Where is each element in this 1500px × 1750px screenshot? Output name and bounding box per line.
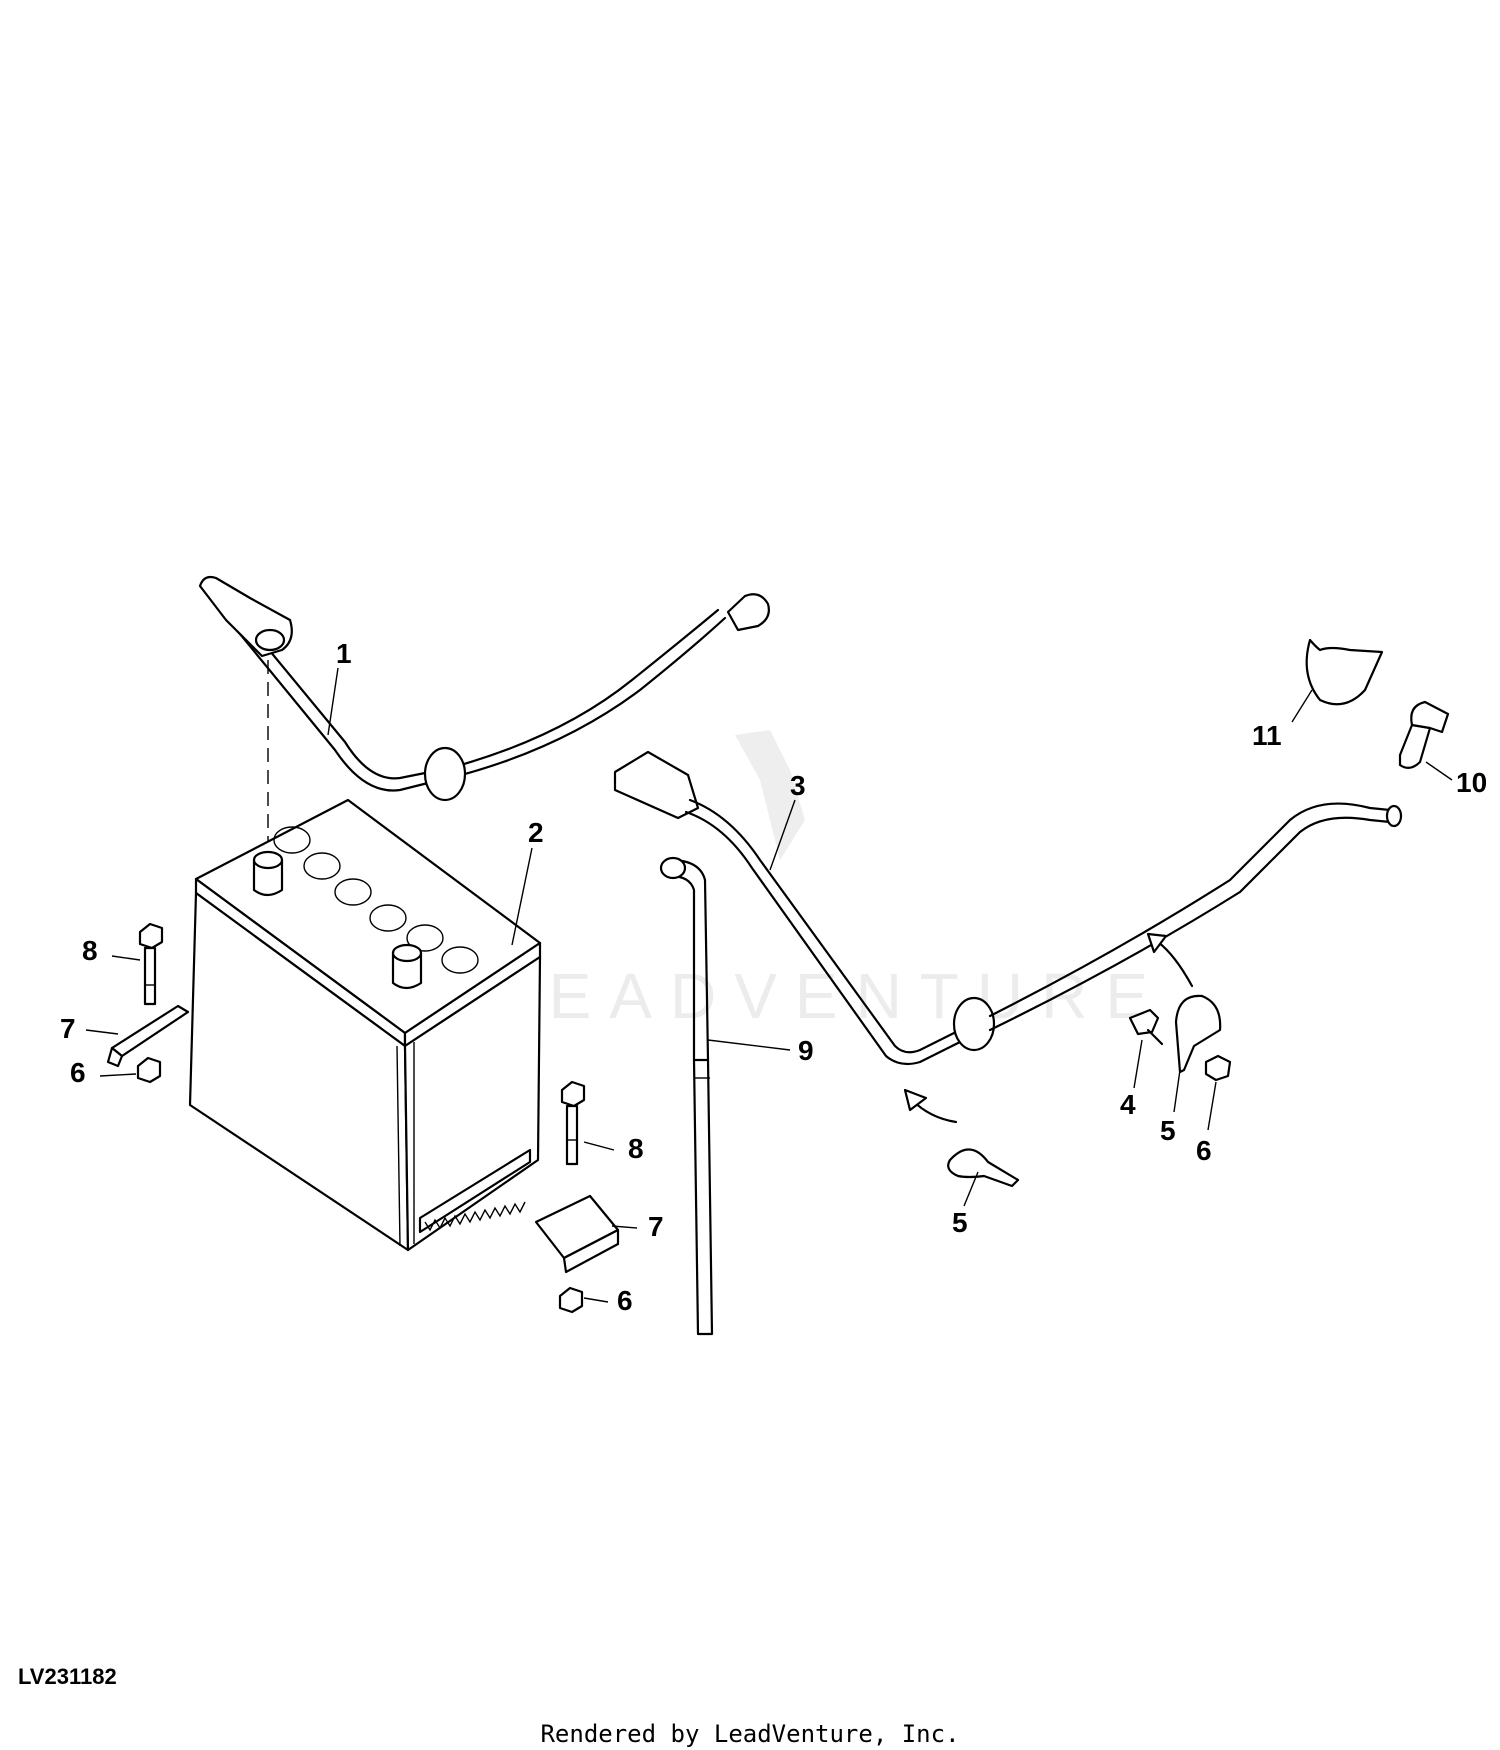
callout-6-left: 6 xyxy=(70,1057,86,1088)
callout-3: 3 xyxy=(790,770,806,801)
strap-11 xyxy=(1305,638,1384,706)
callout-4: 4 xyxy=(1120,1089,1136,1120)
callout-9: 9 xyxy=(798,1035,814,1066)
callout-5-clamp: 5 xyxy=(1160,1115,1176,1146)
callout-7-right: 7 xyxy=(648,1211,664,1242)
callout-1: 1 xyxy=(336,638,352,669)
clamp-assembly xyxy=(1128,932,1232,1082)
battery-2 xyxy=(188,798,542,1252)
parts-diagram: LEADVENTURE xyxy=(60,575,1487,1336)
hardware-left xyxy=(106,922,190,1084)
diagram-code: LV231182 xyxy=(18,1664,117,1689)
leader-lines xyxy=(85,667,1453,1303)
callout-5-clip: 5 xyxy=(952,1207,968,1238)
callout-6-clamp: 6 xyxy=(1196,1135,1212,1166)
rod-9 xyxy=(659,856,714,1336)
callout-8-right: 8 xyxy=(628,1133,644,1164)
hardware-right xyxy=(534,1080,620,1314)
clip-5-lower xyxy=(903,1088,1020,1188)
watermark: LEADVENTURE xyxy=(495,730,1166,1032)
cable-1 xyxy=(198,575,770,842)
cable-3 xyxy=(613,750,1403,1066)
callout-7-left: 7 xyxy=(60,1013,76,1044)
callouts: 1 2 3 4 5 5 6 6 6 7 7 8 8 9 10 11 xyxy=(60,638,1487,1316)
watermark-text: LEADVENTURE xyxy=(495,960,1166,1032)
callout-2: 2 xyxy=(528,817,544,848)
callout-6-right: 6 xyxy=(617,1285,633,1316)
boot-10 xyxy=(1398,700,1450,769)
callout-11: 11 xyxy=(1252,720,1282,751)
render-credit: Rendered by LeadVenture, Inc. xyxy=(540,1720,960,1748)
callout-8-left: 8 xyxy=(82,935,98,966)
callout-10: 10 xyxy=(1456,767,1487,798)
